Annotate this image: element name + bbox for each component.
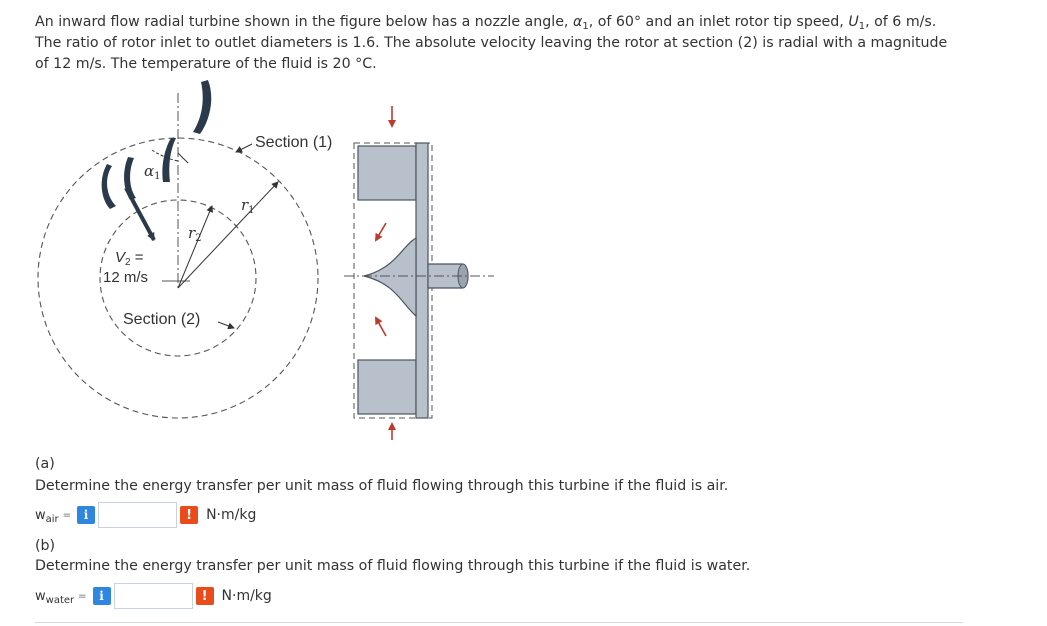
section1-leader	[235, 143, 253, 153]
alpha-symbol: α	[572, 14, 583, 30]
part-a-question: Determine the energy transfer per unit m…	[35, 478, 729, 494]
flow-direction-arrow	[124, 187, 156, 241]
w-air-symbol: wair	[35, 507, 59, 525]
v2-label: V2 =	[115, 249, 144, 268]
r1-radius-line	[177, 181, 279, 289]
rotor-hub	[363, 236, 417, 318]
alpha-angle-arc	[151, 149, 179, 162]
units-label: N·m/kg	[221, 588, 272, 604]
bottom-divider	[35, 622, 963, 623]
nozzle-blade-middle	[162, 138, 176, 182]
problem-text-1: An inward flow radial turbine shown in t…	[35, 14, 573, 30]
u-subscript: 1	[858, 21, 866, 32]
outer-circle-section1	[37, 137, 319, 419]
problem-text-2: , of 60° and an inlet rotor tip speed,	[588, 14, 849, 30]
r2-radius-line	[177, 205, 213, 289]
part-b-question: Determine the energy transfer per unit m…	[35, 558, 751, 574]
curved-flow-arrow-bottom	[375, 316, 387, 337]
equals-sign: =	[62, 509, 72, 521]
nozzle-blade-top	[193, 80, 212, 134]
r2-label: r2	[188, 224, 202, 244]
section1-dashed-outline	[353, 142, 433, 419]
nozzle-blade-left	[101, 164, 116, 209]
curved-flow-arrow-top	[374, 222, 387, 242]
rotor-disk	[415, 142, 429, 419]
alpha-label: α1	[144, 162, 161, 182]
problem-statement: An inward flow radial turbine shown in t…	[35, 12, 965, 75]
part-a-answer-row: wair = i ! N·m/kg	[35, 500, 256, 530]
part-a-label: (a)	[35, 456, 55, 472]
w-water-input[interactable]	[113, 583, 193, 609]
rotor-blade-bottom	[357, 359, 417, 415]
section2-leader	[217, 321, 235, 330]
warning-icon[interactable]: !	[180, 506, 199, 524]
alpha-angle-line	[177, 152, 189, 164]
units-label: N·m/kg	[206, 507, 257, 523]
info-icon[interactable]: i	[92, 587, 111, 605]
section1-label: Section (1)	[255, 134, 332, 151]
u-symbol: U	[848, 14, 859, 30]
v2-value: 12 m/s	[103, 269, 148, 286]
equals-sign: =	[78, 590, 87, 602]
warning-icon[interactable]: !	[195, 587, 214, 605]
inner-circle-section2	[99, 199, 257, 357]
info-icon[interactable]: i	[77, 506, 96, 524]
problem-text-3: , of 6 m/s. The ratio of rotor inlet to …	[35, 14, 948, 72]
part-b-answer-row: wwater = i ! N·m/kg	[35, 581, 272, 611]
section2-label: Section (2)	[123, 311, 200, 328]
turbine-figure: α1 r1 r2 V2 = 12 m/s Section (1) Section…	[37, 80, 494, 440]
part-b-label: (b)	[35, 538, 56, 554]
w-water-symbol: wwater	[35, 588, 75, 606]
r1-label: r1	[241, 196, 255, 216]
rotor-blade-top	[357, 145, 417, 201]
alpha-subscript: 1	[582, 21, 589, 32]
w-air-input[interactable]	[98, 502, 178, 528]
